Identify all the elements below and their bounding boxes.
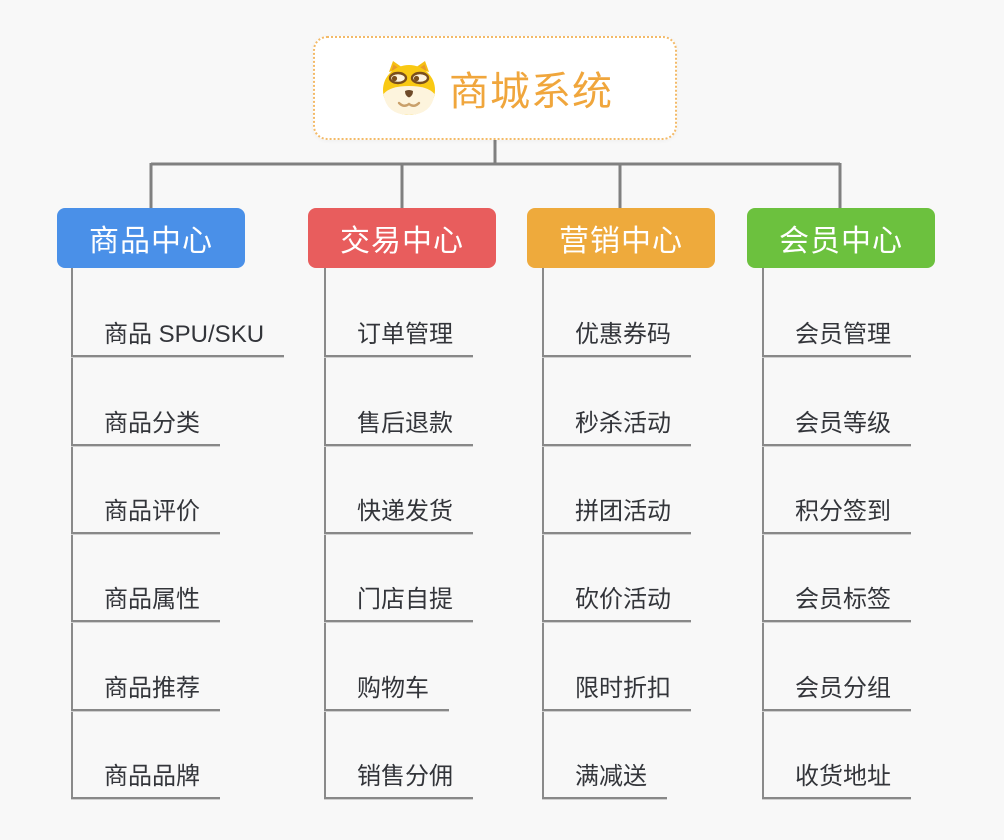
branch-node-marketing-center[interactable]: 营销中心 xyxy=(527,208,715,268)
topic-member-level[interactable]: 会员等级 xyxy=(762,404,911,446)
topic-member-management[interactable]: 会员管理 xyxy=(762,315,911,357)
topic-group-buy[interactable]: 拼团活动 xyxy=(542,492,691,534)
topic-product-category[interactable]: 商品分类 xyxy=(71,404,220,446)
topic-member-tag[interactable]: 会员标签 xyxy=(762,580,911,622)
root-node-mall-system[interactable]: 商城系统 xyxy=(313,36,677,140)
branch-node-trade-center[interactable]: 交易中心 xyxy=(308,208,496,268)
topic-shipping-address[interactable]: 收货地址 xyxy=(762,757,911,799)
topic-full-reduction[interactable]: 满减送 xyxy=(542,757,667,799)
root-title: 商城系统 xyxy=(449,70,613,114)
topic-product-attribute[interactable]: 商品属性 xyxy=(71,580,220,622)
topic-sales-commission[interactable]: 销售分佣 xyxy=(324,757,473,799)
topic-bargain-activity[interactable]: 砍价活动 xyxy=(542,580,691,622)
topic-shopping-cart[interactable]: 购物车 xyxy=(324,669,449,711)
dog-face-icon xyxy=(383,61,435,115)
topic-product-spu-sku[interactable]: 商品 SPU/SKU xyxy=(71,315,285,357)
topic-member-group[interactable]: 会员分组 xyxy=(762,669,911,711)
topic-product-recommend[interactable]: 商品推荐 xyxy=(71,669,220,711)
topic-express-delivery[interactable]: 快递发货 xyxy=(324,492,473,534)
topic-aftersale-refund[interactable]: 售后退款 xyxy=(324,404,473,446)
branch-node-product-center[interactable]: 商品中心 xyxy=(57,208,245,268)
branch-node-member-center[interactable]: 会员中心 xyxy=(747,208,935,268)
topic-store-pickup[interactable]: 门店自提 xyxy=(324,580,473,622)
topic-product-brand[interactable]: 商品品牌 xyxy=(71,757,220,799)
topic-product-review[interactable]: 商品评价 xyxy=(71,492,220,534)
topic-flash-sale[interactable]: 秒杀活动 xyxy=(542,404,691,446)
topic-points-checkin[interactable]: 积分签到 xyxy=(762,492,911,534)
topic-limited-time-discount[interactable]: 限时折扣 xyxy=(542,669,691,711)
topic-order-management[interactable]: 订单管理 xyxy=(324,315,473,357)
topic-coupon-code[interactable]: 优惠券码 xyxy=(542,315,691,357)
